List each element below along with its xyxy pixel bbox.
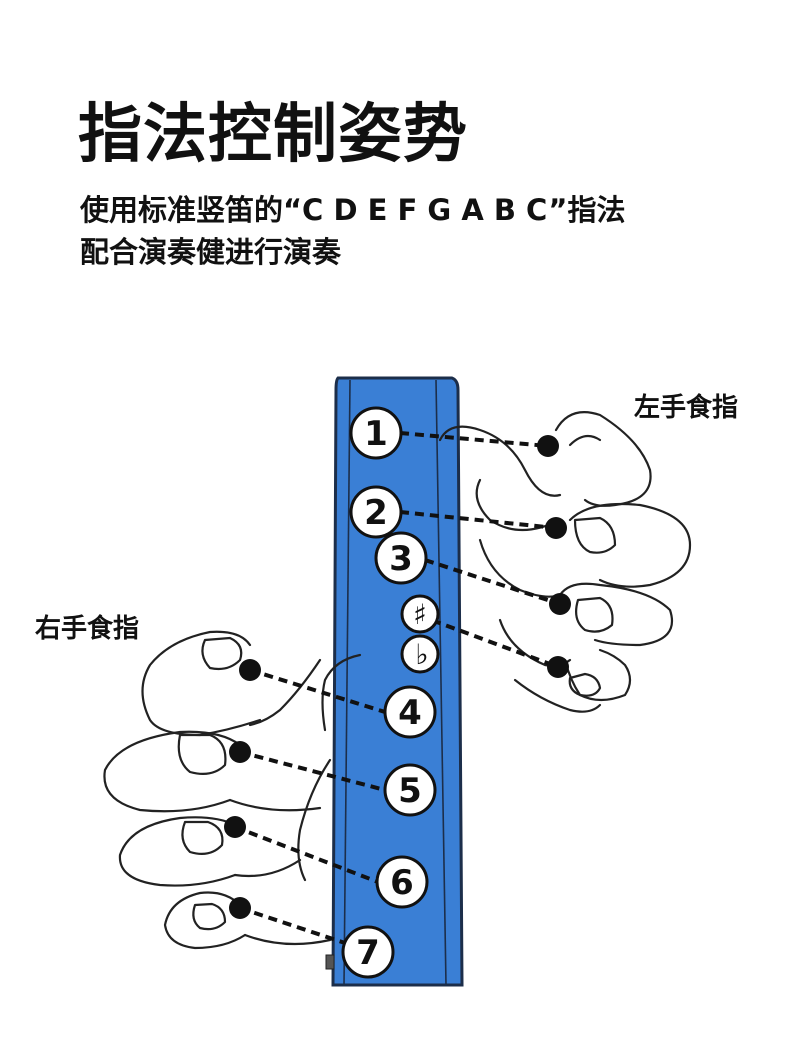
hole-6 — [375, 855, 429, 909]
hole-3-label: 3 — [389, 539, 413, 579]
hole-2-label: 2 — [364, 493, 388, 533]
fingertip-dot — [239, 659, 261, 681]
fingertip-dot — [549, 593, 571, 615]
right-index-label: 右手食指 — [35, 614, 140, 644]
hole-7-label: 7 — [356, 933, 380, 973]
fingertip-dot — [229, 741, 251, 763]
hole-1-label: 1 — [364, 414, 388, 454]
finger-connectors — [234, 431, 561, 945]
hole-5-label: 5 — [398, 771, 422, 811]
hole-flat — [400, 634, 440, 674]
hole-sharp — [400, 594, 440, 634]
hole-6-label: 6 — [390, 863, 414, 903]
right-hand-drawing — [103, 630, 362, 950]
fingertip-dot — [537, 435, 559, 457]
fingertip-dot — [545, 517, 567, 539]
hole-1 — [349, 406, 403, 460]
left-hand-drawing — [438, 411, 692, 713]
hole-sharp-label: ♯ — [413, 598, 427, 631]
hole-4-label: 4 — [398, 693, 422, 733]
hole-labels: 1 2 3 ♯ ♭ 4 5 6 7 — [356, 414, 428, 973]
subtitle-line-1: 使用标准竖笛的“C D E F G A B C”指法 — [80, 193, 626, 227]
hole-flat-label: ♭ — [415, 638, 428, 671]
hole-5 — [383, 763, 437, 817]
fingertip-dots — [224, 435, 571, 919]
hole-7 — [341, 925, 395, 979]
fingertip-dot — [547, 656, 569, 678]
page-title: 指法控制姿势 — [78, 98, 468, 172]
left-index-label: 左手食指 — [634, 393, 739, 423]
hole-2 — [349, 485, 403, 539]
subtitle-line-2: 配合演奏健进行演奏 — [80, 235, 342, 269]
fingertip-dot — [229, 897, 251, 919]
hole-3 — [374, 531, 428, 585]
fingertip-dot — [224, 816, 246, 838]
flute-holes — [341, 406, 440, 979]
hole-4 — [383, 685, 437, 739]
